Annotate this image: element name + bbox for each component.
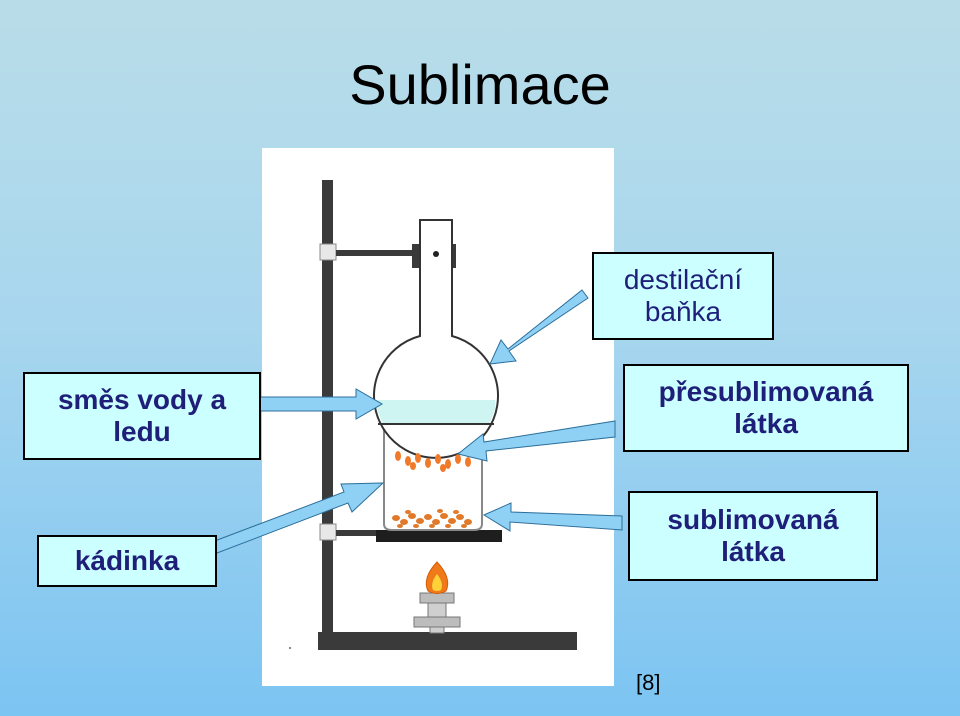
stand-base bbox=[318, 632, 577, 650]
label-sublimated-substance: sublimovaná látka bbox=[628, 491, 878, 581]
page-title: Sublimace bbox=[349, 53, 611, 116]
label-distillation-flask: destilační baňka bbox=[592, 252, 774, 340]
label-line: baňka bbox=[644, 296, 722, 327]
label-line: směs vody a bbox=[57, 383, 227, 415]
arrow-to-resublimed bbox=[456, 420, 616, 462]
label-line: kádinka bbox=[74, 544, 180, 576]
arrow-to-icewater bbox=[255, 388, 384, 420]
burner bbox=[413, 561, 461, 634]
resublimated-crystals bbox=[395, 451, 471, 472]
label-resublimed-substance: přesublimovaná látka bbox=[623, 364, 909, 452]
clamp-upper-arm bbox=[336, 250, 414, 256]
clamp-upper-boss bbox=[319, 243, 337, 261]
sublimated-crystals bbox=[392, 509, 472, 528]
label-beaker: kádinka bbox=[37, 535, 217, 587]
arrow-to-sublimated bbox=[482, 502, 623, 532]
label-line: přesublimovaná bbox=[658, 375, 874, 407]
clamp-lower-boss bbox=[319, 523, 337, 541]
label-ice-water-mixture: směs vody a ledu bbox=[23, 372, 261, 460]
label-line: destilační bbox=[623, 263, 743, 295]
reference-number: [8] bbox=[636, 670, 661, 695]
arrow-to-beaker bbox=[211, 482, 385, 554]
label-line: látka bbox=[721, 536, 785, 567]
label-line: ledu bbox=[113, 416, 171, 447]
ring-plate bbox=[376, 530, 502, 542]
label-line: sublimovaná bbox=[667, 503, 839, 535]
label-line: látka bbox=[734, 408, 798, 439]
arrow-to-flask bbox=[489, 289, 589, 365]
flask-neck-dot bbox=[433, 251, 439, 257]
ring-arm bbox=[336, 530, 380, 536]
